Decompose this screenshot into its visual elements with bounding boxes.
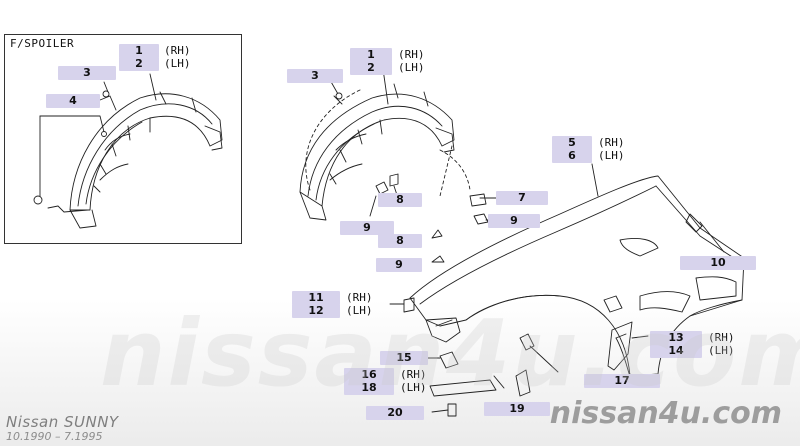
callout-15[interactable]: 15 bbox=[380, 351, 428, 365]
callout-9-lower[interactable]: 9 bbox=[376, 258, 422, 272]
callout-18[interactable]: 18 bbox=[344, 381, 394, 395]
callout-12[interactable]: 12 bbox=[292, 304, 340, 318]
callout-3-main[interactable]: 3 bbox=[287, 69, 343, 83]
main-fender-liner bbox=[299, 83, 455, 221]
inset-fender-liner bbox=[47, 91, 223, 229]
callout-1-main-side: (RH) bbox=[398, 48, 425, 61]
callout-13-side: (RH) bbox=[708, 331, 735, 344]
production-date: 10.1990 – 7.1995 bbox=[6, 430, 103, 443]
callout-11[interactable]: 11 bbox=[292, 291, 340, 305]
callout-18-side: (LH) bbox=[400, 381, 427, 394]
watermark-logo: nissan4u.com bbox=[549, 396, 782, 431]
callout-6[interactable]: 6 bbox=[552, 149, 592, 163]
callout-2-inset-side: (LH) bbox=[164, 57, 191, 70]
callout-16[interactable]: 16 bbox=[344, 368, 394, 382]
callout-13[interactable]: 13 bbox=[650, 331, 702, 345]
callout-9-right[interactable]: 9 bbox=[488, 214, 540, 228]
callout-10[interactable]: 10 bbox=[680, 256, 756, 270]
callout-14-side: (LH) bbox=[708, 344, 735, 357]
callout-14[interactable]: 14 bbox=[650, 344, 702, 358]
callout-12-side: (LH) bbox=[346, 304, 373, 317]
callout-1-inset[interactable]: 1 bbox=[119, 44, 159, 58]
callout-9-left[interactable]: 9 bbox=[340, 221, 394, 235]
callout-20[interactable]: 20 bbox=[366, 406, 424, 420]
front-fender bbox=[409, 175, 745, 377]
callout-5[interactable]: 5 bbox=[552, 136, 592, 150]
watermark-large: nissan4u.com bbox=[100, 300, 800, 407]
callout-19[interactable]: 19 bbox=[484, 402, 550, 416]
callout-1-inset-side: (RH) bbox=[164, 44, 191, 57]
callout-2-main[interactable]: 2 bbox=[350, 61, 392, 75]
callout-4-inset[interactable]: 4 bbox=[46, 94, 100, 108]
bottom-fade bbox=[0, 300, 800, 446]
model-title: Nissan SUNNY bbox=[6, 413, 119, 431]
callout-8-upper[interactable]: 8 bbox=[378, 193, 422, 207]
callout-11-side: (RH) bbox=[346, 291, 373, 304]
callout-7[interactable]: 7 bbox=[496, 191, 548, 205]
inset-frame bbox=[4, 34, 242, 244]
callout-2-inset[interactable]: 2 bbox=[119, 57, 159, 71]
callout-3-inset[interactable]: 3 bbox=[58, 66, 116, 80]
inset-label: F/SPOILER bbox=[10, 37, 75, 50]
callout-2-main-side: (LH) bbox=[398, 61, 425, 74]
callout-1-main[interactable]: 1 bbox=[350, 48, 392, 62]
callout-8-lower[interactable]: 8 bbox=[378, 234, 422, 248]
callout-17[interactable]: 17 bbox=[584, 374, 660, 388]
callout-6-side: (LH) bbox=[598, 149, 625, 162]
callout-5-side: (RH) bbox=[598, 136, 625, 149]
callout-16-side: (RH) bbox=[400, 368, 427, 381]
